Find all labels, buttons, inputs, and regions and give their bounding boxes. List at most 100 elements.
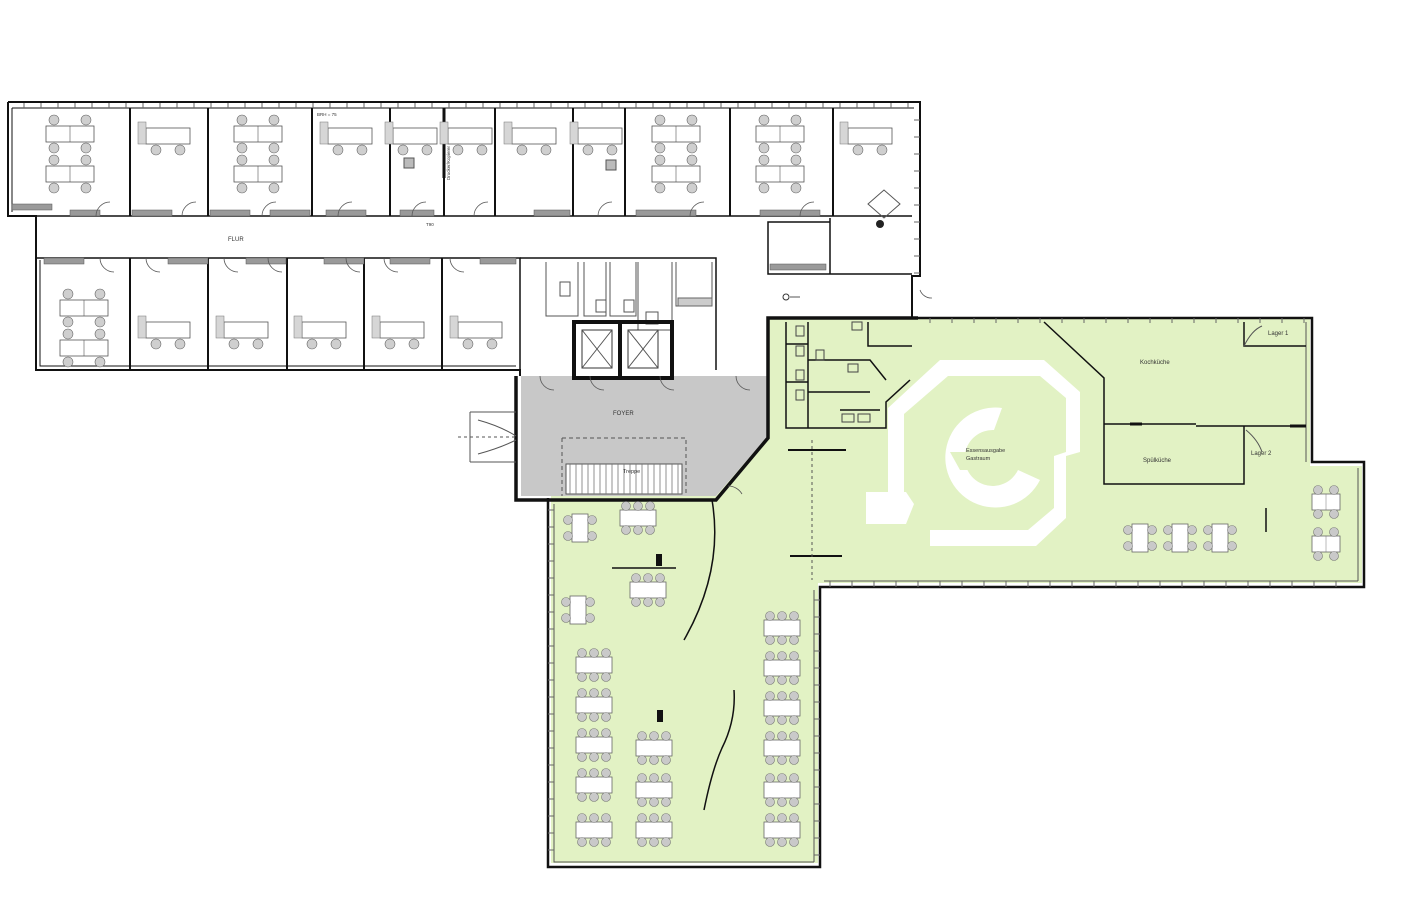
stool	[789, 837, 799, 847]
chair	[758, 154, 770, 166]
label-spulkueche: Spülküche	[1143, 458, 1172, 464]
dining-table	[1211, 523, 1229, 553]
chair	[686, 154, 698, 166]
storage	[399, 209, 435, 217]
dining-table	[571, 513, 589, 543]
stool	[1329, 509, 1339, 519]
chair	[62, 328, 74, 340]
stool	[577, 768, 587, 778]
desk	[511, 127, 557, 145]
stool	[789, 773, 799, 783]
stool	[577, 728, 587, 738]
storage	[167, 257, 209, 265]
storage	[43, 257, 85, 265]
chair	[758, 114, 770, 126]
label-vertical: Drucker/Kopierer	[446, 145, 451, 180]
dining-table	[575, 736, 613, 754]
storage	[769, 263, 827, 271]
stool	[589, 712, 599, 722]
door-swing	[689, 201, 705, 217]
stool	[661, 797, 671, 807]
chair	[476, 144, 488, 156]
stool	[645, 525, 655, 535]
chair	[330, 338, 342, 350]
storage	[325, 209, 367, 217]
stool	[777, 611, 787, 621]
chair	[421, 144, 433, 156]
dining-table	[1171, 523, 1189, 553]
storage	[209, 209, 251, 217]
chair	[236, 114, 248, 126]
dining-table	[635, 821, 673, 839]
stool	[1163, 541, 1173, 551]
chair	[236, 182, 248, 194]
cabinet	[449, 315, 459, 339]
dining-table	[763, 821, 801, 839]
door-swing	[337, 201, 353, 217]
cabinet	[439, 121, 449, 145]
stool	[1313, 485, 1323, 495]
stool	[789, 797, 799, 807]
chair	[48, 182, 60, 194]
facade-windows-gastro-bottom	[829, 581, 1337, 587]
stool	[601, 648, 611, 658]
chair	[408, 338, 420, 350]
chair	[80, 182, 92, 194]
storage	[131, 209, 173, 217]
desk	[847, 127, 893, 145]
desk	[145, 321, 191, 339]
stool	[661, 755, 671, 765]
stool	[1187, 541, 1197, 551]
stool	[577, 688, 587, 698]
stool	[765, 675, 775, 685]
stool	[1123, 541, 1133, 551]
chair	[686, 182, 698, 194]
stool	[601, 813, 611, 823]
door-swing	[223, 257, 239, 273]
label-lager2: Lager 2	[1251, 451, 1272, 457]
kitchen-walls	[1043, 321, 1306, 485]
stool	[601, 688, 611, 698]
stool	[789, 651, 799, 661]
stool	[1163, 525, 1173, 535]
stool	[577, 813, 587, 823]
desk	[379, 321, 425, 339]
stairs	[561, 437, 687, 496]
door-swing	[473, 201, 489, 217]
stool	[777, 651, 787, 661]
door-swing	[383, 257, 399, 273]
stool	[621, 501, 631, 511]
stool	[561, 597, 571, 607]
desk	[301, 321, 347, 339]
chair	[452, 144, 464, 156]
stool	[577, 672, 587, 682]
label-essensausgabe: Essensausgabe	[966, 448, 1005, 454]
stool	[789, 611, 799, 621]
stool	[601, 752, 611, 762]
chair	[150, 338, 162, 350]
stool	[777, 731, 787, 741]
dining-table	[575, 821, 613, 839]
chair	[268, 114, 280, 126]
chair	[94, 316, 106, 328]
cabinet	[319, 121, 329, 145]
outer-walls	[7, 101, 1366, 869]
chair	[62, 356, 74, 368]
storage	[759, 209, 821, 217]
desk	[577, 127, 623, 145]
stool	[777, 773, 787, 783]
cabinet	[503, 121, 513, 145]
stool	[1313, 527, 1323, 537]
label-lager1: Lager 1	[1268, 331, 1289, 337]
facade-windows-gastro-top	[929, 318, 1305, 323]
stool	[589, 728, 599, 738]
dining-table	[763, 739, 801, 757]
stool	[637, 755, 647, 765]
gastro-wc-block	[785, 321, 912, 429]
chair	[686, 142, 698, 154]
stool	[561, 613, 571, 623]
door-swing	[735, 375, 751, 391]
stool	[1227, 541, 1237, 551]
stool	[589, 648, 599, 658]
